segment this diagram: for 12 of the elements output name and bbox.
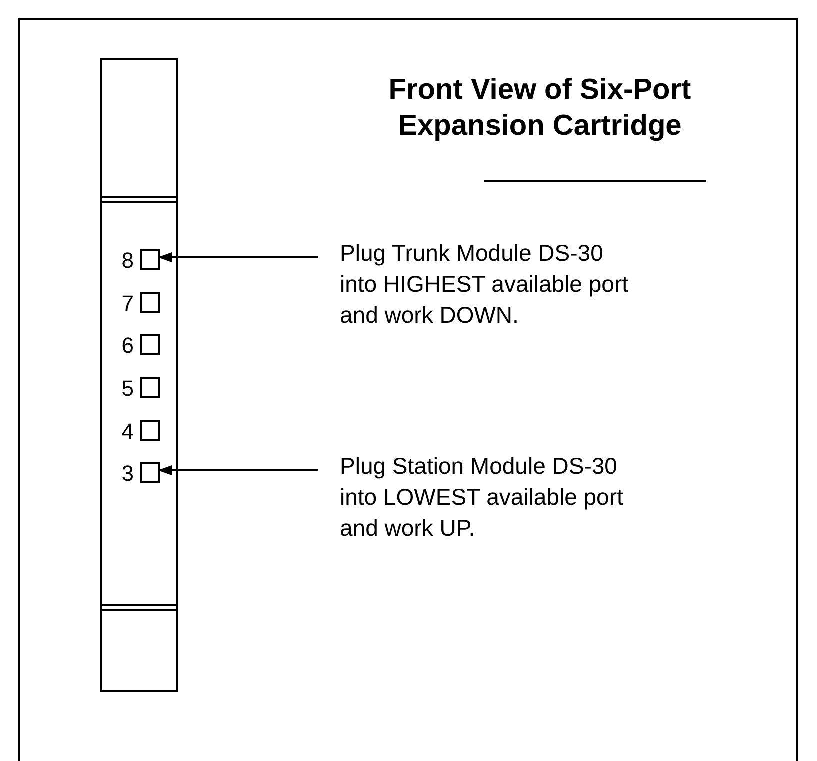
port-number: 3 (122, 463, 134, 485)
port-number: 6 (122, 335, 134, 357)
port-number: 8 (122, 250, 134, 272)
cartridge-body (100, 58, 178, 692)
port-number: 5 (122, 378, 134, 400)
arrow (158, 252, 318, 262)
title: Front View of Six-Port Expansion Cartridge (388, 73, 692, 144)
port-number: 4 (122, 421, 134, 443)
instruction-text: Plug Station Module DS-30 into LOWEST available port and work UP. (340, 452, 624, 543)
arrow (158, 466, 318, 476)
port-number: 7 (122, 293, 134, 315)
instruction-text: Plug Trunk Module DS-30 into HIGHEST available port and work DOWN. (340, 239, 630, 330)
